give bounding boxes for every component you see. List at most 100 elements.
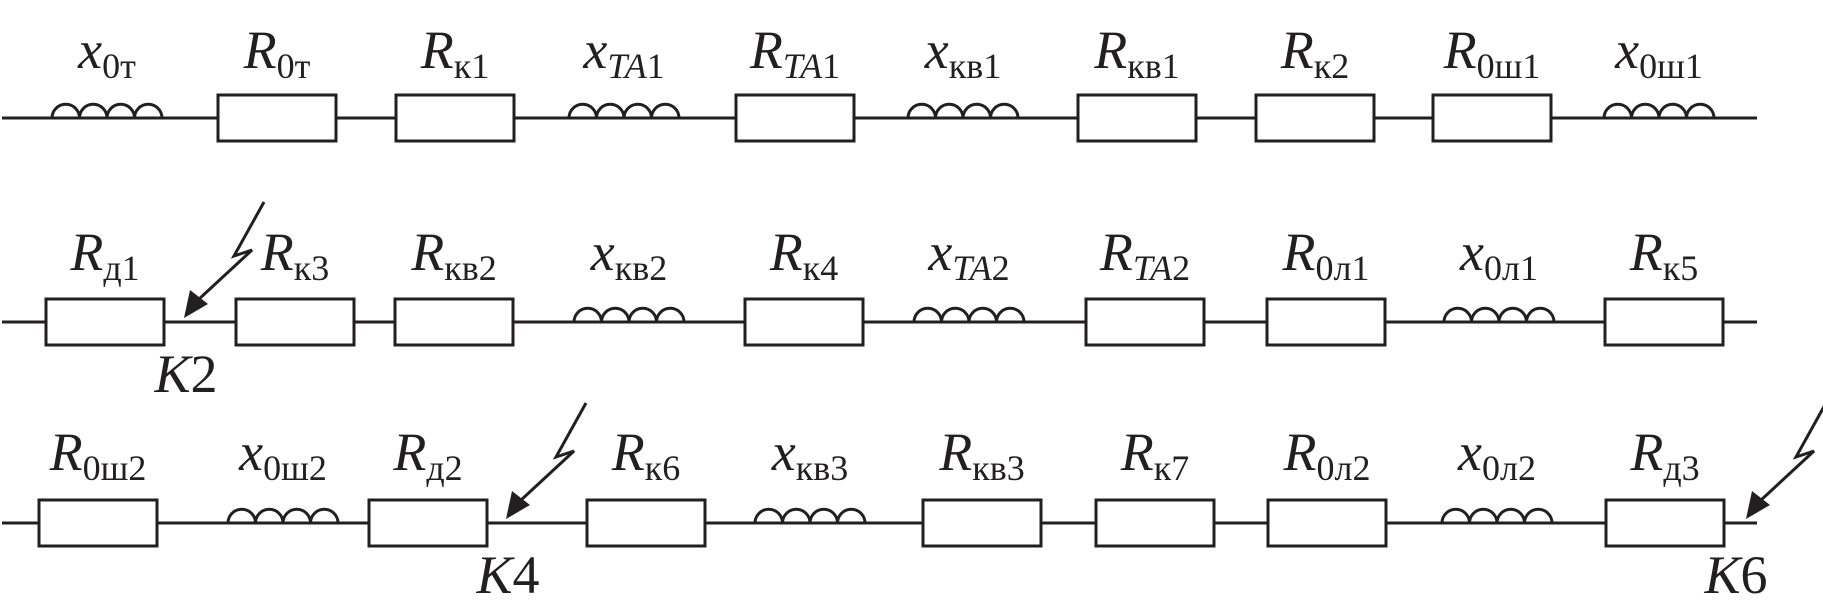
inductor-coil xyxy=(50,102,164,120)
resistor-body xyxy=(234,297,356,347)
resistor-element: Rкв2 xyxy=(393,222,515,347)
component-symbol: R xyxy=(392,422,426,482)
resistor-body xyxy=(394,93,516,143)
component-symbol: x xyxy=(1457,422,1482,482)
component-label: xкв2 xyxy=(590,222,667,288)
fault-point-label: K4 xyxy=(475,545,539,605)
fault-point-number: 2 xyxy=(191,344,218,404)
component-symbol: R xyxy=(1280,20,1314,80)
component-symbol: R xyxy=(260,222,294,282)
resistor-body xyxy=(1094,498,1216,548)
component-subscript-italic: TA xyxy=(952,248,992,288)
resistor-element: R0л1 xyxy=(1265,222,1387,347)
component-symbol: R xyxy=(69,222,103,282)
component-subscript: 1 xyxy=(647,46,665,86)
component-label: Rд1 xyxy=(69,222,139,288)
component-symbol: R xyxy=(1282,222,1316,282)
fault-bolt-icon xyxy=(518,402,588,503)
component-label: Rкв2 xyxy=(410,222,497,288)
component-subscript: кв2 xyxy=(444,248,497,288)
fault-arrowhead xyxy=(1746,491,1770,519)
fault-element: K6 xyxy=(1703,405,1823,605)
component-label: x0ш2 xyxy=(238,422,327,488)
component-label: RTA2 xyxy=(1099,222,1190,288)
component-symbol: R xyxy=(420,20,454,80)
resistor-element: Rкв1 xyxy=(1076,20,1198,143)
resistor-body xyxy=(44,297,166,347)
component-label: R0л1 xyxy=(1282,222,1370,288)
component-symbol: R xyxy=(410,222,444,282)
component-label: R0л2 xyxy=(1283,422,1371,488)
inductor-element: xкв2 xyxy=(572,222,686,324)
component-label: Rд2 xyxy=(392,422,462,488)
component-subscript: к4 xyxy=(803,248,839,288)
component-label: Rкв3 xyxy=(938,422,1025,488)
resistor-body xyxy=(1431,93,1553,143)
component-label: Rк3 xyxy=(260,222,330,288)
component-subscript: 0ш1 xyxy=(1477,46,1541,86)
component-subscript: к7 xyxy=(1154,448,1190,488)
fault-point-label: K2 xyxy=(153,344,217,404)
component-symbol: x xyxy=(1459,222,1484,282)
resistor-element: Rд1 xyxy=(44,222,166,347)
inductor-element: xкв1 xyxy=(906,20,1020,120)
component-symbol: x xyxy=(590,222,615,282)
component-label: Rкв1 xyxy=(1093,20,1180,86)
resistor-body xyxy=(1076,93,1198,143)
fault-point-number: 6 xyxy=(1741,545,1768,605)
inductor-element: xTA2 xyxy=(912,222,1026,324)
fault-point-letter: K xyxy=(475,545,515,605)
inductor-element: xкв3 xyxy=(753,422,867,525)
component-label: x0ш1 xyxy=(1614,20,1703,86)
component-subscript: кв3 xyxy=(972,448,1025,488)
component-label: x0л1 xyxy=(1459,222,1538,288)
component-subscript: 0ш2 xyxy=(263,448,327,488)
component-subscript: к1 xyxy=(454,46,490,86)
fault-arrowhead xyxy=(184,290,208,318)
component-symbol: R xyxy=(769,222,803,282)
component-subscript: кв2 xyxy=(615,248,668,288)
resistor-body xyxy=(37,498,159,548)
component-symbol: x xyxy=(582,20,607,80)
fault-point-letter: K xyxy=(1703,545,1743,605)
fault-bolt-icon xyxy=(196,201,266,302)
resistor-element: Rд2 xyxy=(367,422,489,548)
component-label: Rк2 xyxy=(1280,20,1350,86)
component-symbol: x xyxy=(924,20,949,80)
component-symbol: x xyxy=(771,422,796,482)
resistor-element: Rкв3 xyxy=(921,422,1043,548)
inductor-coil xyxy=(912,306,1026,324)
component-subscript: 1 xyxy=(822,46,840,86)
resistor-element: Rк6 xyxy=(585,422,707,548)
component-subscript: кв1 xyxy=(949,46,1002,86)
component-label: xкв3 xyxy=(771,422,848,488)
component-symbol: R xyxy=(1099,222,1133,282)
fault-point-label: K6 xyxy=(1703,545,1767,605)
component-subscript: 2 xyxy=(992,248,1010,288)
component-label: Rк5 xyxy=(1629,222,1699,288)
component-subscript-italic: TA xyxy=(1133,248,1173,288)
component-label: xTA2 xyxy=(927,222,1009,288)
inductor-coil xyxy=(567,102,681,120)
component-subscript: 0л2 xyxy=(1317,448,1371,488)
resistor-body xyxy=(734,93,856,143)
component-label: Rд3 xyxy=(1629,422,1699,488)
inductor-coil xyxy=(906,102,1020,120)
component-subscript: 0т xyxy=(277,46,311,86)
component-symbol: R xyxy=(49,422,83,482)
component-symbol: x xyxy=(1614,20,1639,80)
inductor-element: x0л1 xyxy=(1442,222,1556,324)
component-subscript: д2 xyxy=(426,448,462,488)
component-label: RTA1 xyxy=(749,20,840,86)
fault-arrowhead xyxy=(506,491,530,519)
component-subscript: 0л1 xyxy=(1316,248,1370,288)
fault-point-number: 4 xyxy=(513,545,540,605)
component-symbol: R xyxy=(611,422,645,482)
component-symbol: x xyxy=(77,20,102,80)
component-symbol: x xyxy=(927,222,952,282)
resistor-body xyxy=(1603,297,1725,347)
resistor-body xyxy=(743,297,865,347)
